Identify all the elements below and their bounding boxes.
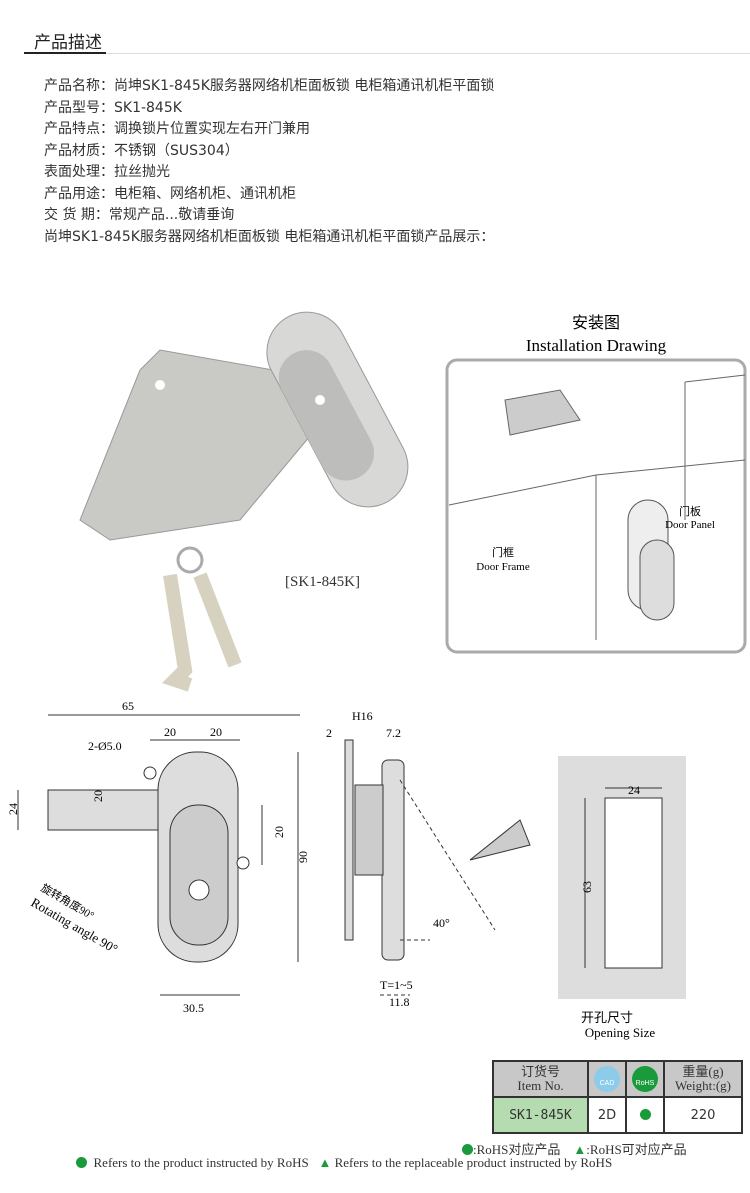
dim-angle: 40°: [433, 916, 450, 930]
info-finish: 表面处理：拉丝抛光: [44, 164, 170, 180]
weight-value: 220: [663, 1096, 743, 1134]
triangle-icon: ▲: [318, 1155, 332, 1170]
dim-20b: 20: [210, 725, 222, 739]
dim-7-2: 7.2: [386, 726, 401, 740]
panel-label-en: Door Panel: [665, 519, 715, 531]
header-item-cn: 订货号: [520, 1064, 560, 1079]
cad-value: 2D: [587, 1096, 627, 1134]
dim-h16: H16: [352, 709, 373, 723]
legend-en-replaceable: Refers to the replaceable product instru…: [334, 1155, 613, 1170]
dim-t: T=1~5: [380, 978, 413, 992]
item-no: SK1-845K: [492, 1096, 589, 1134]
rohs-dot-icon: [639, 1108, 651, 1120]
dim-30-5: 30.5: [183, 1001, 204, 1015]
legend-rohs: :RoHS对应产品: [473, 1142, 561, 1157]
dim-11-8: 11.8: [389, 995, 410, 1009]
dot-icon: [76, 1157, 87, 1168]
opening-cn: 开孔尺寸: [581, 1010, 633, 1025]
info-feature: 产品特点：调换锁片位置实现左右开门兼用: [44, 121, 310, 137]
section-title: 产品描述: [34, 33, 102, 53]
opening-en: Opening Size: [585, 1025, 656, 1040]
rohs-icon: RoHS: [632, 1066, 658, 1092]
info-model: 产品型号：SK1-845K: [44, 99, 182, 116]
product-images: [SK1-845K] 安装图 Installation Drawing 门板 D…: [6, 311, 747, 1040]
install-title-en: Installation Drawing: [526, 336, 667, 355]
header-weight: 重量(g)Weight:(g): [663, 1060, 743, 1098]
photo-label: [SK1-845K]: [285, 574, 360, 590]
legend-cn: :RoHS对应产品 ▲:RoHS可对应产品: [462, 1139, 687, 1158]
rohs-value: [625, 1096, 665, 1134]
cad-icon: CAD: [594, 1066, 620, 1092]
info-showcase: 尚坤SK1-845K服务器网络机柜面板锁 电柜箱通讯机柜平面锁产品展示：: [44, 228, 495, 245]
dim-90: 90: [296, 851, 310, 863]
legend-en-rohs: Refers to the product instructed by RoHS: [93, 1155, 309, 1170]
info-usage: 产品用途：电柜箱、网络机柜、通讯机柜: [44, 185, 296, 202]
opening-size-drawing: 24 63 开孔尺寸 Opening Size: [558, 756, 686, 1040]
divider: [106, 53, 750, 54]
installation-drawing: 安装图 Installation Drawing 门板 Door Panel 门…: [445, 314, 747, 654]
dim-24: 24: [6, 803, 20, 815]
header-weight-cn: 重量(g): [682, 1064, 724, 1079]
front-dimension-drawing: 65 20 20 2-Ø5.0 24 20 20 90 30.5 旋转角度90°…: [6, 699, 310, 1015]
header-item-en: Item No.: [517, 1078, 564, 1093]
lock-photo: [SK1-845K]: [79, 311, 409, 692]
header-cad: CAD: [587, 1060, 627, 1098]
info-material: 产品材质：不锈钢（SUS304）: [44, 142, 239, 159]
opening-24: 24: [628, 783, 640, 797]
dot-icon: [462, 1144, 473, 1155]
title-underline: [24, 52, 106, 54]
install-title-cn: 安装图: [572, 314, 620, 332]
frame-label-en: Door Frame: [476, 561, 530, 573]
frame-label-cn: 门框: [492, 545, 514, 559]
dim-20d: 20: [272, 826, 286, 838]
panel-label-cn: 门板: [679, 504, 701, 518]
info-name: 产品名称：尚坤SK1-845K服务器网络机柜面板锁 电柜箱通讯机柜平面锁: [44, 78, 495, 94]
dim-65: 65: [122, 699, 134, 713]
dim-20a: 20: [164, 725, 176, 739]
side-dimension-drawing: H16 2 7.2 40° T=1~5 11.8: [326, 709, 531, 1009]
dim-hole: 2-Ø5.0: [88, 739, 122, 753]
triangle-icon: ▲: [573, 1142, 587, 1157]
dim-2: 2: [326, 726, 332, 740]
dim-20c: 20: [91, 790, 105, 802]
opening-63: 63: [580, 881, 594, 893]
product-info: 产品名称：尚坤SK1-845K服务器网络机柜面板锁 电柜箱通讯机柜平面锁 产品型…: [44, 76, 494, 248]
legend-en: Refers to the product instructed by RoHS…: [76, 1155, 612, 1171]
legend-rohs-replaceable: :RoHS可对应产品: [586, 1142, 687, 1157]
header-rohs: RoHS: [625, 1060, 665, 1098]
header-weight-en: Weight:(g): [675, 1078, 731, 1093]
info-delivery: 交 货 期：常规产品...敬请垂询: [44, 207, 235, 223]
